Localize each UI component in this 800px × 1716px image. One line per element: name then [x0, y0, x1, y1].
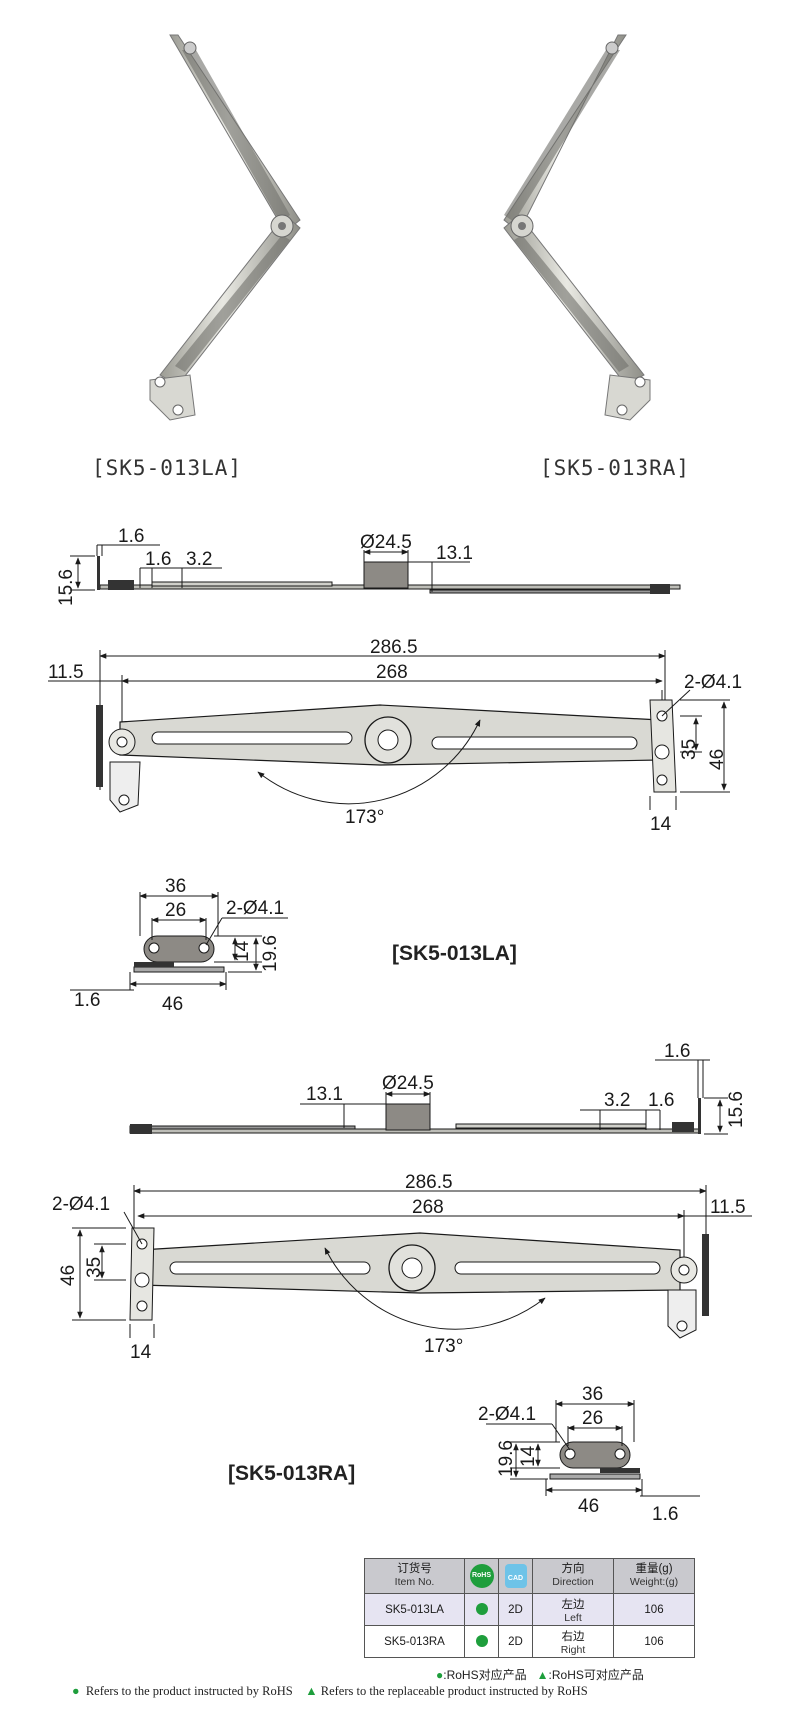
la-end-view: [70, 892, 288, 991]
table-header-row: 订货号 Item No. RoHS CAD 方向 Direction 重量(g)…: [364, 1558, 695, 1594]
ra-top-offset: 11.5: [710, 1197, 746, 1218]
ra-end-t: 1.6: [652, 1504, 678, 1525]
header-rohs: RoHS: [464, 1558, 499, 1594]
ra-end-w1: 36: [582, 1384, 603, 1405]
ra-top-h2: 46: [58, 1265, 79, 1286]
product-photo-left: [149, 34, 301, 421]
header-cad: CAD: [498, 1558, 533, 1594]
green-triangle-icon: ▲: [305, 1684, 318, 1698]
green-dot-icon: ●: [72, 1684, 80, 1698]
cell-cad: 2D: [498, 1593, 533, 1626]
ra-side-dim-4: 3.2: [604, 1090, 630, 1111]
la-top-overall: 286.5: [370, 637, 418, 658]
header-direction: 方向 Direction: [532, 1558, 614, 1594]
table-row: SK5-013RA 2D 右边 Right 106: [364, 1625, 695, 1658]
ra-side-dim-5: Ø24.5: [382, 1073, 434, 1094]
ra-top-view: [72, 1185, 752, 1339]
rohs-dot-icon: [475, 1603, 488, 1616]
la-rotation-arc: [257, 719, 481, 805]
cell-weight: 106: [613, 1593, 695, 1626]
ra-side-dim-6: 13.1: [306, 1084, 343, 1105]
ra-end-holes: 2-Ø4.1: [478, 1404, 536, 1425]
la-top-offset: 11.5: [48, 662, 84, 683]
la-top-h1: 35: [679, 739, 700, 760]
table-row: SK5-013LA 2D 左边 Left 106: [364, 1593, 695, 1626]
product-photos: [149, 34, 651, 421]
cell-rohs: [464, 1625, 499, 1658]
ra-top-w: 14: [130, 1342, 152, 1363]
model-label-ra: [SK5-013RA]: [228, 1462, 356, 1485]
ra-top-span: 268: [412, 1197, 444, 1218]
cell-item: SK5-013LA: [364, 1593, 465, 1626]
la-side-dim-1: 1.6: [118, 526, 144, 547]
spec-table: 订货号 Item No. RoHS CAD 方向 Direction 重量(g)…: [364, 1558, 695, 1658]
cell-direction: 右边 Right: [532, 1625, 614, 1658]
la-side-dim-4: 3.2: [186, 549, 212, 570]
ra-top-holes: 2-Ø4.1: [52, 1194, 110, 1215]
la-side-view: [70, 544, 681, 594]
cell-item: SK5-013RA: [364, 1625, 465, 1658]
ra-top-overall: 286.5: [405, 1172, 453, 1193]
legend-cn: ●:RoHS对应产品 ▲:RoHS可对应产品: [436, 1668, 644, 1682]
ra-end-view: [486, 1400, 700, 1497]
header-weight: 重量(g) Weight:(g): [613, 1558, 695, 1594]
ra-end-h1: 14: [518, 1445, 539, 1467]
cell-weight: 106: [613, 1625, 695, 1658]
cell-cad: 2D: [498, 1625, 533, 1658]
ra-end-h2: 19.6: [496, 1440, 517, 1477]
rohs-dot-icon: [475, 1635, 488, 1648]
la-end-w1: 36: [165, 876, 186, 897]
technical-drawings: 1.6 15.6 1.6 3.2 Ø24.5 13.1: [48, 526, 752, 1525]
cad-file-icon: CAD: [504, 1564, 527, 1588]
la-end-t: 1.6: [74, 990, 100, 1011]
legend-en: ● Refers to the product instructed by Ro…: [72, 1684, 588, 1698]
ra-side-dim-1: 1.6: [664, 1041, 690, 1062]
cell-rohs: [464, 1593, 499, 1626]
model-label-la: [SK5-013LA]: [392, 942, 517, 965]
la-side-dim-3: 1.6: [145, 549, 171, 570]
la-side-dim-5: Ø24.5: [360, 532, 412, 553]
la-top-holes: 2-Ø4.1: [684, 672, 742, 693]
la-top-w: 14: [650, 814, 672, 835]
la-top-angle: 173°: [345, 807, 384, 828]
ra-side-dim-2: 15.6: [726, 1091, 747, 1128]
la-top-h2: 46: [707, 749, 728, 770]
la-end-base: 46: [162, 994, 183, 1015]
ra-top-h1: 35: [84, 1257, 105, 1278]
ra-end-w2: 26: [582, 1408, 603, 1429]
ra-top-angle: 173°: [424, 1336, 463, 1357]
la-end-w2: 26: [165, 900, 186, 921]
green-dot-icon: ●: [436, 1668, 444, 1682]
ra-end-base: 46: [578, 1496, 599, 1517]
header-item: 订货号 Item No.: [364, 1558, 465, 1594]
ra-side-dim-3: 1.6: [648, 1090, 674, 1111]
la-end-holes: 2-Ø4.1: [226, 898, 284, 919]
rohs-icon: RoHS: [469, 1564, 494, 1588]
ra-rotation-arc: [324, 1247, 546, 1330]
ra-side-view: [129, 1059, 728, 1135]
cell-direction: 左边 Left: [532, 1593, 614, 1626]
la-side-dim-2: 15.6: [56, 569, 77, 606]
la-side-dim-6: 13.1: [436, 543, 473, 564]
green-triangle-icon: ▲: [536, 1668, 549, 1682]
caption-left: [SK5-013LA]: [92, 456, 243, 480]
la-end-h2: 19.6: [260, 935, 281, 972]
product-photo-right: [503, 34, 651, 421]
la-top-view: [48, 650, 730, 813]
la-top-span: 268: [376, 662, 408, 683]
caption-right: [SK5-013RA]: [540, 456, 691, 480]
la-end-h1: 14: [232, 940, 253, 962]
